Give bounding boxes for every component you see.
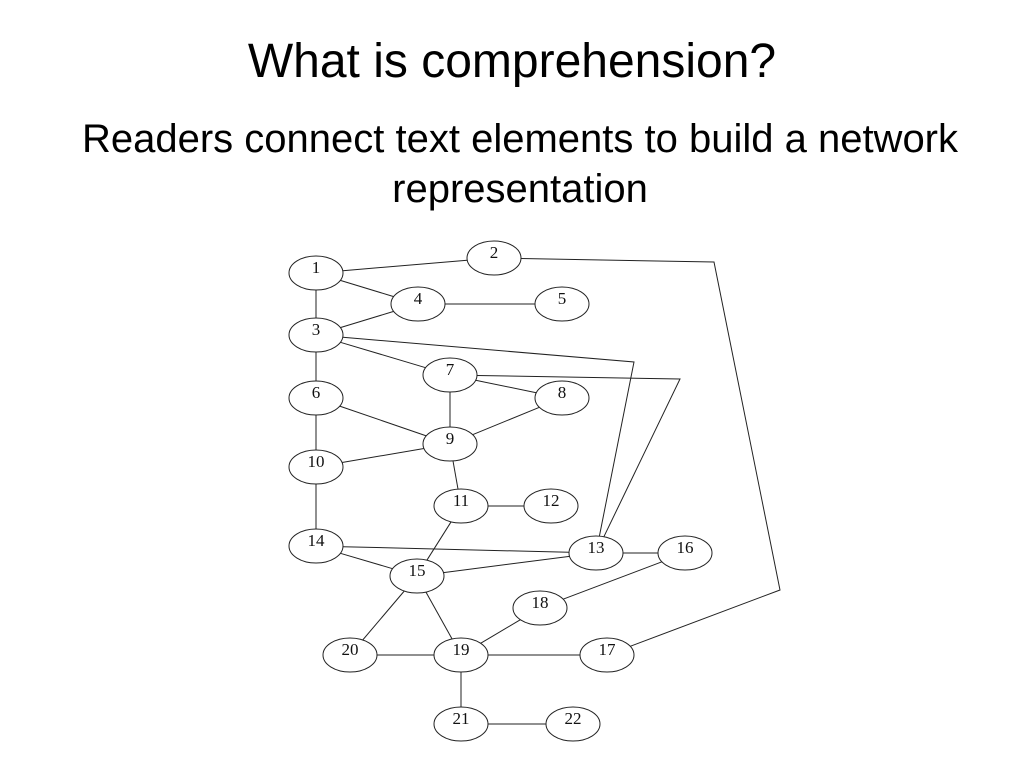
edge-3-13 [342, 336, 635, 537]
edge-9-10 [341, 448, 425, 463]
node-15: 15 [389, 558, 445, 594]
node-ellipse [433, 637, 489, 673]
node-label: 2 [490, 243, 499, 262]
node-18: 18 [512, 590, 568, 626]
edge-7-13 [476, 375, 681, 537]
edge-9-11 [452, 460, 459, 490]
node-12: 12 [523, 488, 579, 524]
node-10: 10 [288, 449, 344, 485]
node-label: 18 [532, 593, 549, 612]
node-ellipse [389, 558, 445, 594]
edge-14-13 [342, 546, 570, 553]
edge-2-17 [520, 258, 781, 647]
node-ellipse [568, 535, 624, 571]
node-ellipse [288, 380, 344, 416]
node-label: 9 [446, 429, 455, 448]
node-ellipse [579, 637, 635, 673]
node-9: 9 [422, 426, 478, 462]
node-1: 1 [288, 255, 344, 291]
edge-14-15 [340, 552, 393, 570]
node-ellipse [422, 357, 478, 393]
node-22: 22 [545, 706, 601, 742]
node-label: 14 [308, 531, 326, 550]
node-label: 1 [312, 258, 321, 277]
node-ellipse [512, 590, 568, 626]
node-16: 16 [657, 535, 713, 571]
node-19: 19 [433, 637, 489, 673]
node-label: 10 [308, 452, 325, 471]
node-14: 14 [288, 528, 344, 564]
node-ellipse [433, 488, 489, 524]
node-21: 21 [433, 706, 489, 742]
node-ellipse [534, 380, 590, 416]
node-ellipse [466, 240, 522, 276]
node-2: 2 [466, 240, 522, 276]
node-label: 4 [414, 289, 423, 308]
edge-15-19 [425, 591, 453, 640]
node-ellipse [657, 535, 713, 571]
node-5: 5 [534, 286, 590, 322]
node-20: 20 [322, 637, 378, 673]
node-ellipse [422, 426, 478, 462]
edge-15-13 [443, 555, 570, 574]
node-label: 13 [588, 538, 605, 557]
edge-3-7 [340, 341, 426, 369]
node-label: 15 [409, 561, 426, 580]
node-7: 7 [422, 357, 478, 393]
node-label: 6 [312, 383, 321, 402]
node-ellipse [288, 255, 344, 291]
node-13: 13 [568, 535, 624, 571]
edge-1-4 [340, 279, 394, 298]
node-4: 4 [390, 286, 446, 322]
node-6: 6 [288, 380, 344, 416]
node-label: 20 [342, 640, 359, 659]
node-ellipse [288, 449, 344, 485]
node-ellipse [322, 637, 378, 673]
edge-3-4 [340, 310, 394, 329]
edge-7-8 [475, 379, 537, 394]
edge-6-9 [339, 405, 427, 437]
edge-1-2 [342, 259, 468, 272]
edge-11-15 [426, 521, 452, 561]
node-label: 5 [558, 289, 567, 308]
node-label: 3 [312, 320, 321, 339]
node-11: 11 [433, 488, 489, 524]
node-label: 7 [446, 360, 455, 379]
node-label: 19 [453, 640, 470, 659]
node-label: 22 [565, 709, 582, 728]
node-ellipse [534, 286, 590, 322]
node-label: 12 [543, 491, 560, 510]
node-ellipse [288, 317, 344, 353]
node-ellipse [523, 488, 579, 524]
node-8: 8 [534, 380, 590, 416]
node-ellipse [545, 706, 601, 742]
node-17: 17 [579, 637, 635, 673]
node-ellipse [433, 706, 489, 742]
edge-8-9 [472, 406, 540, 436]
edge-18-19 [480, 619, 521, 644]
node-label: 16 [677, 538, 694, 557]
node-3: 3 [288, 317, 344, 353]
edge-16-18 [562, 561, 663, 600]
slide-subtitle: Readers connect text elements to build a… [81, 117, 959, 211]
diagram-edges [315, 258, 781, 725]
node-ellipse [288, 528, 344, 564]
node-ellipse [390, 286, 446, 322]
node-label: 11 [453, 491, 469, 510]
node-label: 8 [558, 383, 567, 402]
node-label: 17 [599, 640, 617, 659]
node-label: 21 [453, 709, 470, 728]
slide-title: What is comprehension? [247, 35, 777, 88]
edge-15-20 [362, 590, 405, 641]
